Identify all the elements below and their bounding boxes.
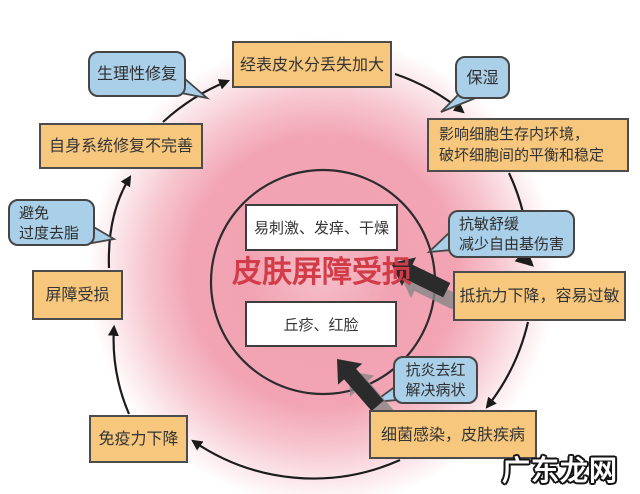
bubble-physiological-repair: 生理性修复 <box>88 51 186 97</box>
soothe-line2: 减少自由基伤害 <box>459 235 565 253</box>
avoid-line1: 避免 <box>19 203 50 222</box>
cycle-box-immunity: 免疫力下降 <box>89 415 188 463</box>
arc-bacteria-to-immunity <box>191 439 401 480</box>
cycle-box-barrier: 屏障受损 <box>32 270 123 320</box>
big-arrow-right <box>391 257 451 298</box>
cycle-box-water-loss: 经表皮水分丢失加大 <box>232 41 392 88</box>
bubble-moisturize: 保湿 <box>455 56 510 99</box>
cycle-box-bacteria: 细菌感染，皮肤疾病 <box>369 410 537 459</box>
cycle-box-cell-environment: 影响细胞生存内环境， 破坏细胞间的平衡和稳定 <box>427 118 629 172</box>
arc-barrier-to-selfrepair <box>107 175 132 269</box>
cell-env-line2: 破坏细胞间的平衡和稳定 <box>439 146 605 164</box>
arc-immunity-to-barrier <box>107 324 131 415</box>
arc-resistance-to-bacteria <box>485 321 530 409</box>
bubble-avoid-degreasing: 避免 过度去脂 <box>8 199 95 246</box>
arc-selfrepair-to-waterloss <box>162 79 231 123</box>
cycle-arrows <box>107 72 534 480</box>
cycle-box-resistance: 抵抗力下降，容易过敏 <box>453 271 626 321</box>
cell-env-line1: 影响细胞生存内环境， <box>439 125 590 143</box>
cycle-box-self-repair: 自身系统修复不完善 <box>39 123 203 169</box>
bubble-anti-allergy-soothe: 抗敏舒缓 减少自由基伤害 <box>448 210 575 258</box>
bubble-anti-inflammatory: 抗炎去红 解决病状 <box>393 356 478 404</box>
symptom-box-top: 易刺激、发痒、干燥 <box>245 204 398 251</box>
watermark: 广东龙网 <box>502 454 619 487</box>
arc-waterloss-to-cellenv <box>394 72 465 114</box>
big-arrow-bottom <box>337 359 384 412</box>
anti-inflammatory-line1: 抗炎去红 <box>405 361 466 379</box>
anti-inflammatory-line2: 解决病状 <box>405 381 466 399</box>
avoid-line2: 过度去脂 <box>19 223 80 242</box>
center-title: 皮肤屏障受损 <box>232 255 412 290</box>
soothe-line1: 抗敏舒缓 <box>459 215 520 233</box>
symptom-box-bottom: 丘疹、红脸 <box>245 301 397 347</box>
